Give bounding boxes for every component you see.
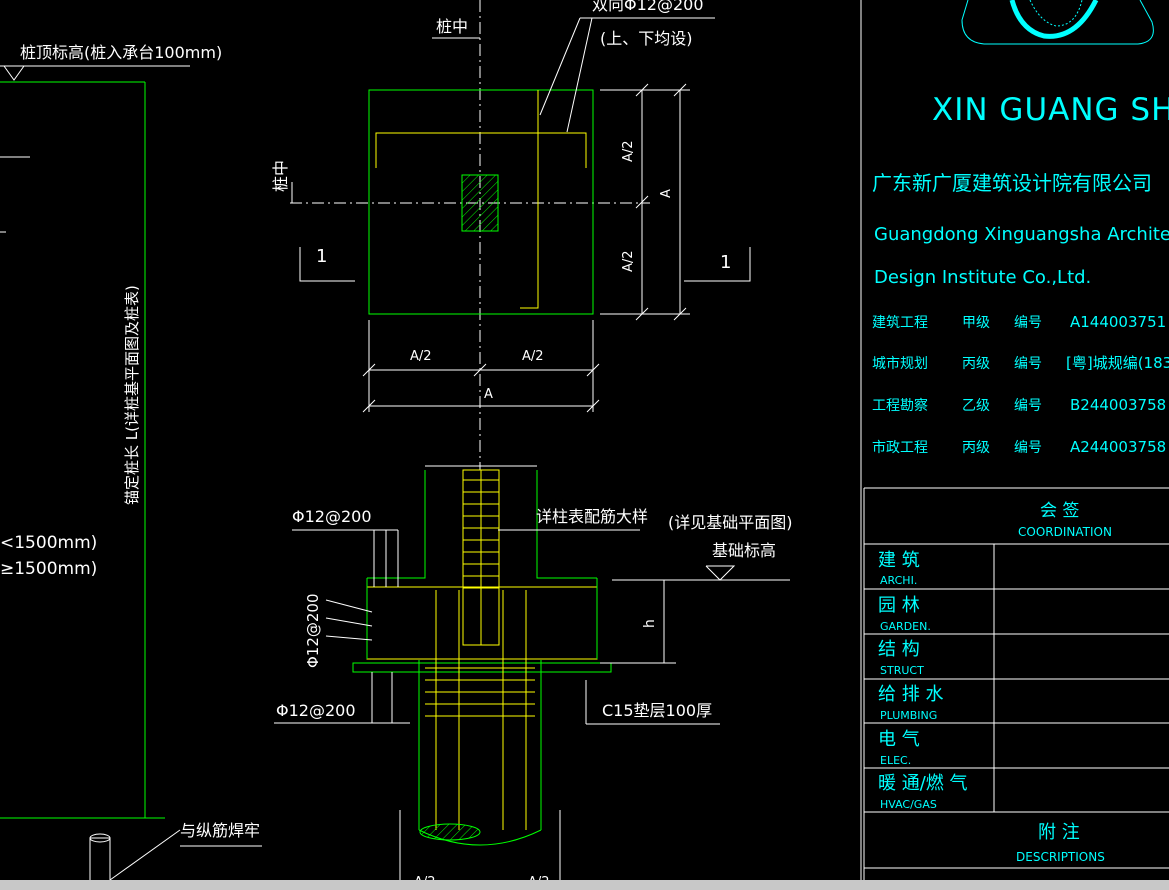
- license-label: 编号: [1014, 398, 1042, 414]
- discipline-rows: 建 筑 ARCHI. 园 林 GARDEN. 结 构 STRUCT 给 排 水 …: [878, 550, 968, 811]
- pile-length-label: 锚定桩长 L(详桩基平面图及桩表): [123, 285, 141, 505]
- license-number: A144003751: [1070, 313, 1166, 331]
- rebar-top-note: (上、下均设): [600, 29, 693, 48]
- license-grade: 丙级: [962, 356, 990, 372]
- company-name-en-line1: Guangdong Xinguangsha Architec: [874, 224, 1169, 245]
- column-center-left-label: 桩中: [271, 160, 290, 192]
- discipline-cn: 结 构: [878, 639, 920, 660]
- left-pile-elevation: [0, 65, 262, 885]
- coordination-title-cn: 会 签: [1040, 501, 1079, 521]
- section-mark-left: 1: [316, 246, 327, 267]
- license-field: 建筑工程: [872, 315, 928, 331]
- foundation-level-label: 基础标高: [712, 541, 776, 560]
- column-detail-note: 详柱表配筋大样: [536, 507, 648, 526]
- license-field: 市政工程: [872, 439, 928, 456]
- company-name-en-line2: Design Institute Co.,Ltd.: [874, 267, 1091, 288]
- license-number: A244003758: [1070, 438, 1166, 456]
- license-field: 工程勘察: [872, 397, 928, 414]
- cushion-note: C15垫层100厚: [602, 701, 712, 720]
- license-field: 城市规划: [872, 355, 928, 372]
- foundation-plan-note: (详见基础平面图): [668, 513, 793, 532]
- pile-top-level-label: 桩顶标高(桩入承台100mm): [20, 43, 222, 62]
- dim-a-half-right-top: A/2: [621, 140, 636, 162]
- dim-a-half-bottom-right: A/2: [522, 349, 544, 364]
- discipline-en: GARDEN.: [880, 620, 931, 633]
- coordination-title-en: COORDINATION: [1018, 525, 1112, 539]
- license-number: B244003758: [1070, 396, 1166, 414]
- rebar-top-label: 双向Φ12@200: [592, 0, 704, 14]
- dim-a-right: A: [659, 189, 674, 198]
- section-mark-right: 1: [720, 252, 731, 273]
- discipline-cn: 给 排 水: [878, 684, 943, 705]
- descriptions-title-en: DESCRIPTIONS: [1016, 850, 1105, 864]
- discipline-cn: 电 气: [878, 729, 920, 750]
- dim-a-half-right-bottom: A/2: [621, 250, 636, 272]
- discipline-en: PLUMBING: [880, 709, 937, 722]
- discipline-en: ELEC.: [880, 754, 911, 767]
- cap-plan-view: [290, 0, 751, 470]
- license-table: 建筑工程 甲级 编号 A144003751 城市规划 丙级 编号 [粤]城规编(…: [872, 313, 1169, 456]
- partial-text-2: ≥1500mm): [0, 559, 97, 579]
- license-number: [粤]城规编(18300: [1066, 354, 1169, 372]
- license-label: 编号: [1014, 440, 1042, 456]
- discipline-en: ARCHI.: [880, 574, 917, 587]
- discipline-en: HVAC/GAS: [880, 798, 937, 811]
- company-logo-icon: [961, 0, 1154, 45]
- weld-note: 与纵筋焊牢: [180, 821, 260, 840]
- license-grade: 丙级: [962, 440, 990, 456]
- cap-section-view: [274, 465, 790, 880]
- title-block-frame: [860, 0, 1169, 880]
- license-label: 编号: [1014, 315, 1042, 331]
- discipline-cn: 暖 通/燃 气: [878, 773, 968, 794]
- rebar-left-label: Φ12@200: [292, 507, 372, 526]
- dim-a-half-bottom-left: A/2: [410, 349, 432, 364]
- discipline-cn: 园 林: [878, 595, 920, 616]
- discipline-cn: 建 筑: [878, 550, 920, 571]
- discipline-en: STRUCT: [880, 664, 924, 677]
- dim-h-label: h: [642, 619, 658, 628]
- partial-text-1: <1500mm): [0, 533, 97, 553]
- column-center-top-label: 桩中: [436, 17, 468, 36]
- descriptions-title-cn: 附 注: [1038, 822, 1080, 843]
- license-grade: 乙级: [962, 398, 990, 414]
- license-label: 编号: [1014, 356, 1042, 372]
- rebar-side-label: Φ12@200: [304, 593, 322, 668]
- company-name-en-large: XIN GUANG SHA: [932, 92, 1169, 128]
- company-name-cn: 广东新广厦建筑设计院有限公司: [872, 171, 1152, 195]
- horizontal-scrollbar[interactable]: [0, 880, 1169, 890]
- dim-a-bottom: A: [484, 387, 493, 402]
- license-grade: 甲级: [962, 315, 990, 331]
- rebar-bottom-label: Φ12@200: [276, 701, 356, 720]
